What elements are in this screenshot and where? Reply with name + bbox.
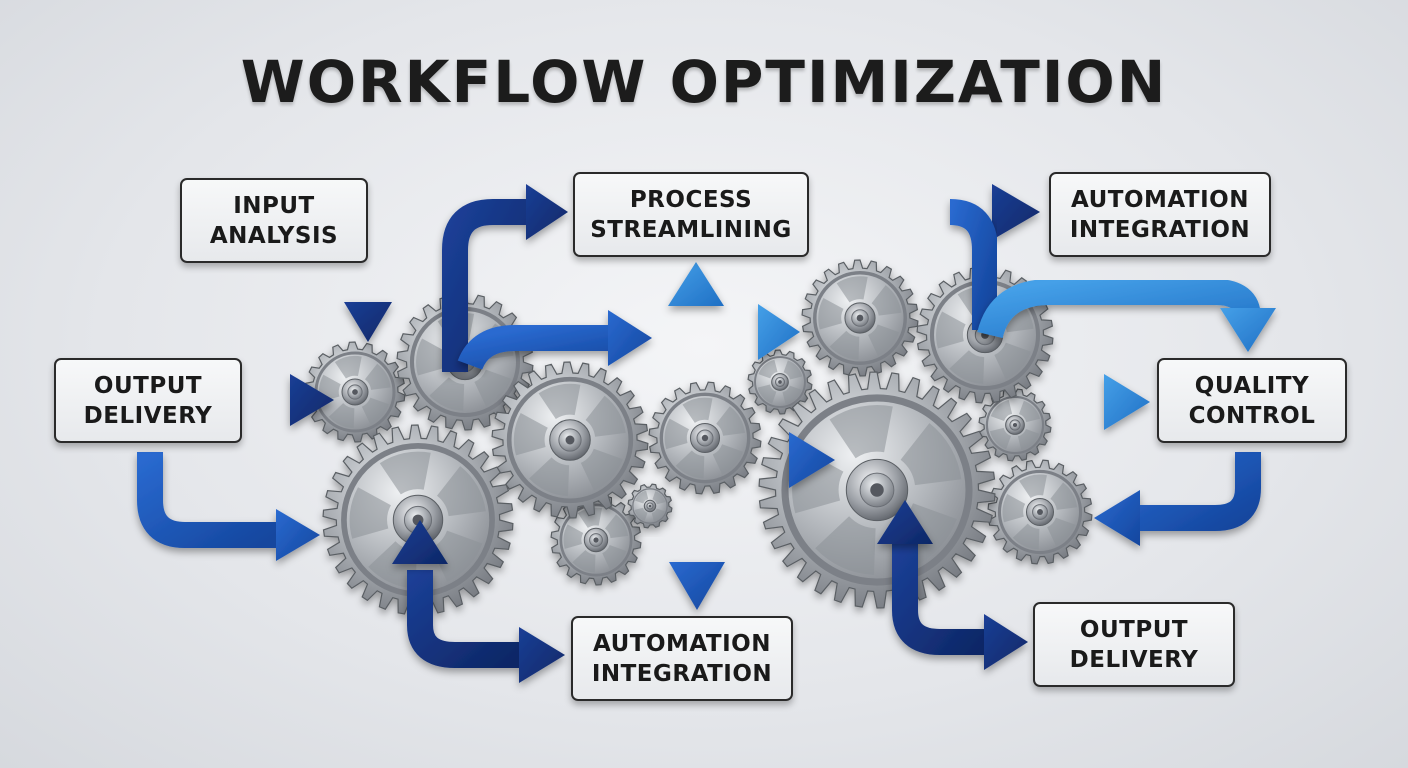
arrow-input-down <box>344 268 392 342</box>
automation-integration-bottom-line1: AUTOMATION <box>593 630 771 657</box>
input-analysis-line1: INPUT <box>233 192 315 219</box>
automation-integration-top-line2: INTEGRATION <box>1069 216 1251 243</box>
arrow-center-right <box>605 432 835 488</box>
arrow-left-curve <box>137 452 320 561</box>
gear-icon <box>304 341 406 443</box>
quality-control-box: QUALITY CONTROL <box>1157 358 1347 443</box>
arrow-gear-up <box>877 500 933 610</box>
output-delivery-left-line2: DELIVERY <box>83 402 213 429</box>
process-streamlining-line1: PROCESS <box>629 186 753 213</box>
output-delivery-right-box: OUTPUT DELIVERY <box>1033 602 1235 687</box>
output-delivery-left-box: OUTPUT DELIVERY <box>54 358 242 443</box>
output-delivery-left-line1: OUTPUT <box>93 372 203 399</box>
arrow-quality-back <box>1094 452 1261 546</box>
arrow-to-output-right <box>892 540 1028 670</box>
gear-icon <box>987 459 1093 565</box>
page-title: WORKFLOW OPTIMIZATION <box>240 48 1168 116</box>
automation-integration-top-box: AUTOMATION INTEGRATION <box>1049 172 1271 257</box>
arrow-output-left-right <box>248 374 334 426</box>
automation-integration-top-line1: AUTOMATION <box>1071 186 1249 213</box>
arrow-to-automation-top <box>818 184 1040 240</box>
input-analysis-line2: ANALYSIS <box>209 222 339 249</box>
output-delivery-right-line2: DELIVERY <box>1069 646 1199 673</box>
arrow-to-automation-bottom <box>669 470 725 610</box>
gear-icon <box>491 361 649 519</box>
arrow-arc-to-quality <box>977 279 1276 352</box>
gear-icon <box>322 424 514 616</box>
automation-integration-bottom-box: AUTOMATION INTEGRATION <box>571 616 793 701</box>
arrow-left-gear-up <box>392 520 448 610</box>
arrow-process-right <box>696 304 800 360</box>
arrow-to-automation-bottom-left <box>407 570 565 683</box>
process-streamlining-line2: STREAMLINING <box>590 216 792 243</box>
gear-icon <box>801 259 919 377</box>
arrow-up-to-process <box>442 184 568 372</box>
gear-icon <box>758 371 996 609</box>
arrow-to-quality <box>975 374 1150 430</box>
gear-icon <box>627 483 673 529</box>
process-streamlining-box: PROCESS STREAMLINING <box>573 172 809 257</box>
gear-icon <box>747 349 813 415</box>
output-delivery-right-line1: OUTPUT <box>1079 616 1189 643</box>
connector-arrows <box>137 184 1276 683</box>
input-analysis-box: INPUT ANALYSIS <box>180 178 368 263</box>
arrow-hub-right <box>457 310 652 371</box>
quality-control-line1: QUALITY <box>1194 372 1310 399</box>
automation-integration-bottom-line2: INTEGRATION <box>591 660 773 687</box>
gear-icon <box>550 494 642 586</box>
quality-control-line2: CONTROL <box>1188 402 1316 429</box>
